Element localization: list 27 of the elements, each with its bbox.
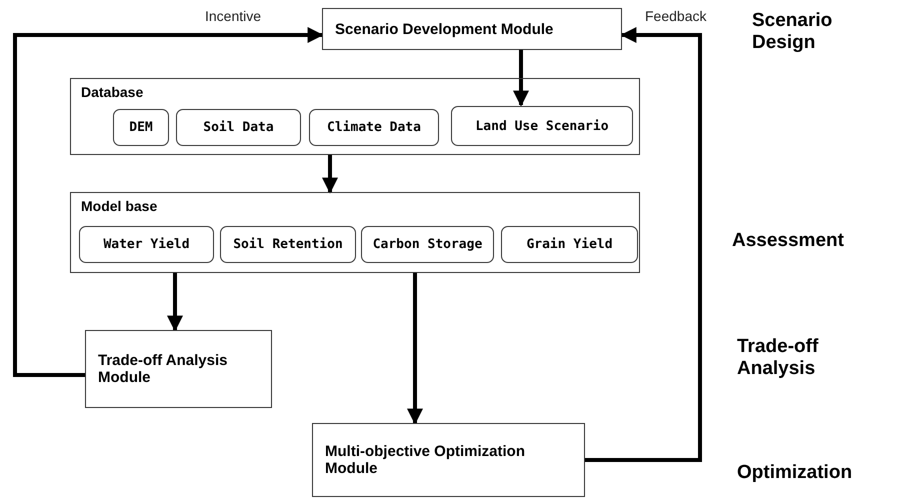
stage-label: Scenario Design: [752, 10, 834, 54]
data-box: Water Yield: [79, 226, 214, 263]
arrow: [322, 155, 338, 194]
arrow: [13, 27, 324, 377]
edge-label: Incentive: [205, 8, 262, 24]
arrow: [585, 27, 702, 462]
group-heading: Model base: [81, 198, 158, 214]
module-box: Scenario Development Module: [322, 8, 622, 50]
data-box: Soil Data: [176, 109, 301, 146]
group-panel: [70, 78, 640, 155]
data-box: DEM: [113, 109, 169, 146]
data-box: Land Use Scenario: [451, 106, 633, 146]
arrow: [407, 273, 423, 425]
arrow: [513, 50, 529, 107]
arrow: [167, 273, 183, 332]
stage-label: Optimization: [737, 462, 854, 484]
stage-label: Trade-off Analysis: [737, 336, 820, 380]
group-heading: Database: [81, 84, 144, 100]
data-box: Carbon Storage: [361, 226, 494, 263]
edge-label: Feedback: [645, 8, 706, 24]
module-box: Multi-objective Optimization Module: [312, 423, 585, 497]
data-box: Climate Data: [309, 109, 439, 146]
data-box: Soil Retention: [220, 226, 356, 263]
group-panel: [70, 192, 640, 273]
data-box: Grain Yield: [501, 226, 638, 263]
stage-label: Assessment: [732, 230, 845, 252]
module-box: Trade-off Analysis Module: [85, 330, 272, 408]
